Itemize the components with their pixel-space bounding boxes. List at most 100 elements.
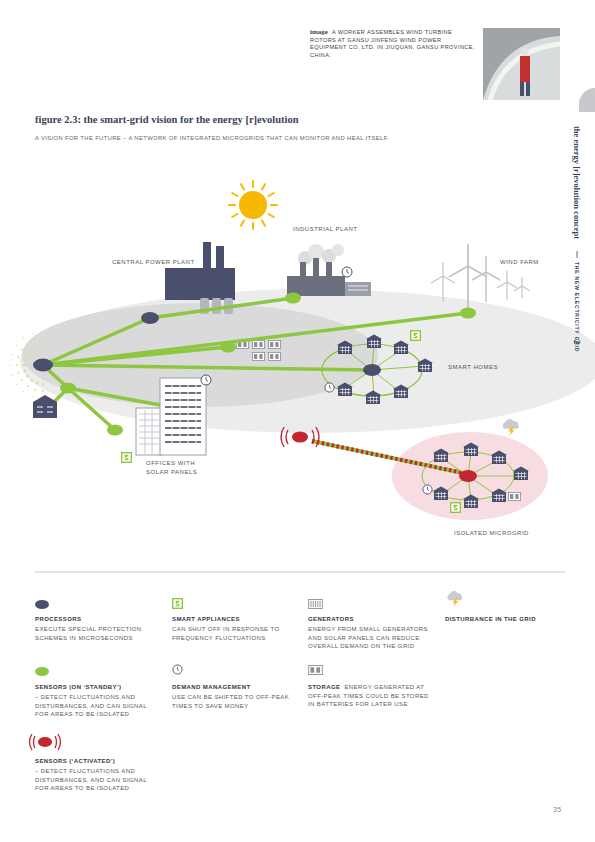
processors-part — [141, 312, 159, 324]
microgrid-part — [508, 492, 520, 500]
processors — [33, 312, 381, 376]
microgrid-part — [433, 487, 449, 501]
smart-homes-part — [365, 391, 381, 405]
legend-swatch — [35, 667, 49, 676]
sun-ray — [271, 204, 277, 206]
microgrid-part — [463, 443, 479, 457]
processors-part — [33, 359, 53, 372]
legend-icons — [30, 591, 463, 750]
legend-heading: GENERATORS — [308, 615, 434, 624]
legend-heading: STORAGE — [308, 684, 340, 690]
grid-lines — [43, 298, 468, 430]
microgrid — [422, 419, 529, 512]
house — [33, 395, 57, 418]
smart-homes-part — [417, 359, 433, 373]
legend-description: EXECUTE SPECIAL PROTECTION SCHEMES IN MI… — [35, 625, 161, 642]
glow-dot — [26, 375, 29, 378]
photo-part — [490, 44, 560, 100]
smart-homes-part — [393, 341, 409, 355]
glow-dot — [24, 358, 27, 361]
industrial-plant-part — [345, 282, 371, 296]
microgrid-part — [463, 495, 479, 509]
sensors-part — [220, 342, 236, 353]
microgrid-part — [491, 451, 507, 465]
page-number: 35 — [553, 806, 562, 815]
legend-icons-part — [173, 599, 183, 609]
smart-homes-part — [366, 335, 382, 349]
wind-farm-part — [514, 277, 530, 298]
microgrid-part — [459, 470, 477, 482]
glow-dot — [26, 353, 29, 356]
facility-label: SMART HOMES — [448, 363, 508, 372]
wind-farm-part — [431, 262, 455, 302]
disturbed-link-part — [312, 441, 463, 473]
microgrid-part — [503, 419, 519, 436]
label-text: SMART HOMES — [448, 363, 508, 372]
glow-dot — [17, 356, 19, 358]
wind-farm-part — [497, 271, 517, 300]
industrial-plant-part — [332, 244, 344, 256]
industrial-plant-part — [300, 262, 306, 278]
photo-part — [483, 28, 560, 100]
figure-subtitle: A VISION FOR THE FUTURE – A NETWORK OF I… — [35, 134, 389, 143]
sensors — [60, 293, 476, 436]
power-plant — [165, 242, 235, 314]
legend-heading: DISTURBANCE IN THE GRID — [445, 615, 565, 624]
glow-dot — [42, 345, 45, 348]
smart-homes-part — [393, 385, 409, 399]
glow-dot — [16, 345, 17, 346]
smart-homes-part — [325, 383, 334, 392]
image-caption: imageA WORKER ASSEMBLES WIND TURBINE ROT… — [310, 29, 478, 59]
glow-dot — [16, 384, 17, 385]
microgrid-part — [491, 489, 507, 503]
glow-dot — [23, 391, 24, 392]
glow-dot — [23, 364, 26, 367]
legend-description: USE CAN BE SHIFTED TO OFF-PEAK TIMES TO … — [172, 693, 290, 710]
sun-ray — [262, 221, 265, 226]
house-part — [37, 407, 53, 412]
legend-icons-part — [309, 665, 323, 674]
sensors-part — [107, 425, 123, 436]
legend-icons-part — [38, 737, 52, 747]
glow-dot — [42, 383, 45, 386]
photo-part — [521, 48, 529, 56]
label-text: WIND FARM — [500, 258, 560, 267]
legend-description: CAN SHUT OFF IN RESPONSE TO FREQUENCY FL… — [172, 625, 290, 642]
glow-dot — [23, 338, 24, 339]
legend-icons-part — [173, 665, 182, 674]
power-plant-part — [212, 298, 221, 314]
chapter-name: THE NEW ELECTRICITY GRID — [574, 262, 580, 352]
sun-ray — [229, 204, 235, 206]
glow-dot — [36, 346, 39, 349]
wind-farm-part — [472, 256, 500, 302]
disturbed-link-part — [292, 432, 308, 443]
office-buildings-part — [139, 410, 159, 454]
disturbed-link-part — [312, 441, 463, 473]
side-tab-part — [579, 88, 595, 112]
photo-part — [483, 36, 560, 100]
sun-ray — [232, 214, 237, 217]
legend-item: STORAGEENERGY GENERATED AT OFF-PEAK TIME… — [308, 683, 434, 709]
legend-heading: SMART APPLIANCES — [172, 615, 290, 624]
sun-ray — [252, 181, 254, 187]
office-buildings — [122, 375, 211, 462]
office-buildings-part — [136, 408, 162, 455]
smart-homes-part — [411, 331, 421, 341]
glow-dot — [21, 379, 23, 381]
legend-description: ENERGY FROM SMALL GENERATORS AND SOLAR P… — [308, 625, 434, 651]
glow-dot — [42, 338, 44, 340]
legend-description: – DETECT FLUCTUATIONS AND DISTURBANCES, … — [35, 767, 161, 793]
glow-dot — [17, 372, 19, 374]
wind-farm-part — [449, 244, 487, 310]
side-tab-part — [577, 251, 578, 258]
glow-dot — [36, 382, 39, 385]
house-part — [33, 402, 57, 418]
sun-ray — [269, 214, 274, 217]
label-text: INDUSTRIAL PLANT — [293, 225, 373, 234]
office-buildings-part — [172, 380, 196, 453]
sun — [229, 181, 277, 229]
photo-part — [520, 82, 524, 96]
facility-label: INDUSTRIAL PLANT — [293, 225, 373, 234]
smart-homes-part — [337, 341, 353, 355]
